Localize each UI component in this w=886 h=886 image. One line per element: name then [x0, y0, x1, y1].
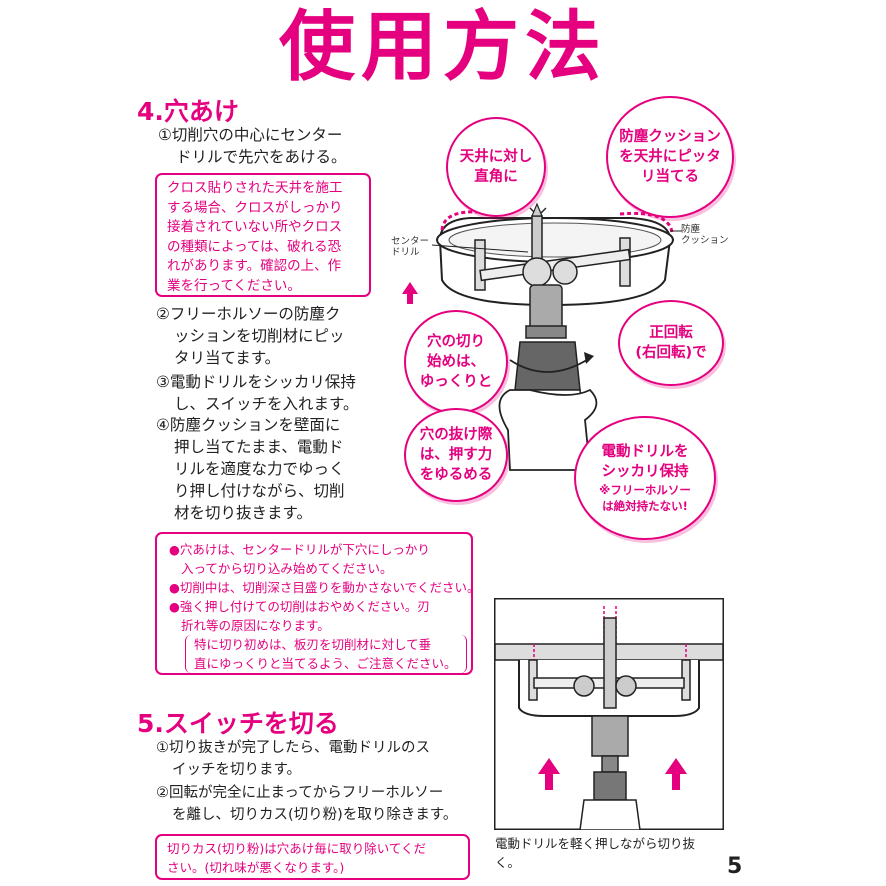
fabric-ceiling-note: クロス貼りされた天井を施工 する場合、クロスがしっかり 接着されていない所やクロ… — [155, 173, 371, 297]
step-5-2: ②回転が完全に止まってからフリーホルソー を離し、切りカス(切り粉)を取り除きま… — [156, 785, 458, 823]
step-4-2: ②フリーホルソーの防塵ク ッションを切削材にピッ タリ当てます。 — [156, 305, 345, 367]
bubble-perpendicular: 天井に対し直角に — [446, 117, 546, 217]
page-number: 5 — [727, 854, 743, 879]
label-center-drill: センター ドリル — [391, 236, 430, 258]
bubble-rotation: 正回転(右回転)で — [618, 300, 724, 386]
step-5-1: ①切り抜きが完了したら、電動ドリルのス イッチを切ります。 — [156, 740, 430, 778]
diagram-2-caption: 電動ドリルを軽く押しながら切り抜 く。 — [495, 836, 696, 870]
step-4-3: ③電動ドリルをシッカリ保持 し、スイッチを入れます。 — [156, 373, 359, 413]
bubble-hold: 電動ドリルを シッカリ保持 ※フリーホルソー は絶対持たない! — [574, 416, 716, 540]
section-4-heading: 4.穴あけ — [137, 97, 239, 126]
bubble-cushion: 防塵クッションを天井にピッタリ当てる — [606, 96, 734, 218]
step-4-1: ①切削穴の中心にセンター ドリルで先穴をあける。 — [158, 126, 347, 166]
page-title: 使用方法 — [279, 2, 607, 91]
label-cushion: 防塵 クッション — [681, 224, 729, 246]
drilling-diagram — [402, 202, 682, 471]
step-4-4: ④防塵クッションを壁面に 押し当てたまま、電動ド リルを適度な力でゆっく り押し… — [156, 416, 345, 522]
section-5-heading: 5.スイッチを切る — [137, 709, 339, 738]
caution-box: ●穴あけは、センタードリルが下穴にしっかり 入ってから切り込み始めてください。 … — [155, 532, 480, 675]
cut-through-diagram — [494, 598, 724, 830]
chip-removal-note: 切りカス(切り粉)は穴あけ毎に取り除いてくだ さい。(切れ味が悪くなります。) — [155, 834, 470, 880]
bubble-release: 穴の抜け際は、押す力をゆるめる — [404, 408, 508, 502]
bubble-slow-start: 穴の切り始めは、ゆっくりと — [404, 310, 508, 414]
caution-sub-note: 特に切り初めは、板刃を切削材に対して垂 直にゆっくりと当てるよう、ご注意ください… — [185, 635, 467, 673]
